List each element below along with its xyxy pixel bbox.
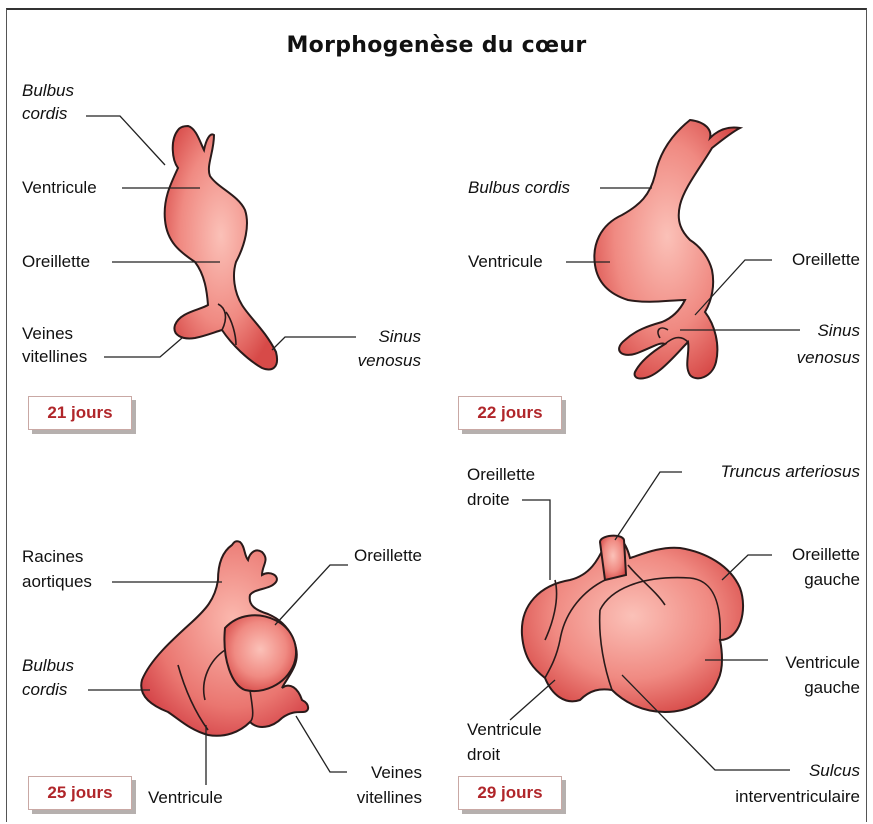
label-sulcus-29-line1: Sulcus — [809, 760, 860, 782]
leader-oreillette-droite-29 — [522, 500, 550, 580]
heart-22-days — [594, 120, 740, 379]
label-ventricule-22: Ventricule — [468, 251, 543, 273]
label-ventricule-gauche-29-line2: gauche — [804, 677, 860, 699]
leader-sinus-21 — [272, 337, 356, 350]
leader-ventricule-droit-29 — [510, 680, 555, 720]
label-racines-25-line2: aortiques — [22, 571, 92, 593]
age-badge-21: 21 jours — [28, 396, 132, 430]
label-sinus-21-line2: venosus — [358, 350, 421, 372]
label-sinus-22-line2: venosus — [797, 347, 860, 369]
label-ventricule-droit-29-line1: Ventricule — [467, 719, 542, 741]
age-badge-29: 29 jours — [458, 776, 562, 810]
label-sinus-21-line1: Sinus — [378, 326, 421, 348]
leader-bulbus-21 — [86, 116, 165, 165]
label-oreillette-gauche-29-line1: Oreillette — [792, 544, 860, 566]
leader-oreillette-25 — [275, 565, 348, 625]
leader-veines-21 — [104, 338, 182, 357]
label-ventricule-25: Ventricule — [148, 787, 223, 809]
label-veines-21-line2: vitellines — [22, 346, 87, 368]
heart-25-days — [141, 541, 308, 736]
label-ventricule-21: Ventricule — [22, 177, 97, 199]
label-truncus-29: Truncus arteriosus — [720, 461, 860, 483]
label-sinus-22-line1: Sinus — [817, 320, 860, 342]
label-oreillette-22: Oreillette — [792, 249, 860, 271]
label-racines-25-line1: Racines — [22, 546, 83, 568]
label-oreillette-25: Oreillette — [354, 545, 422, 567]
label-oreillette-droite-29-line2: droite — [467, 489, 510, 511]
label-oreillette-gauche-29-line2: gauche — [804, 569, 860, 591]
label-veines-25-line1: Veines — [371, 762, 422, 784]
label-veines-25-line2: vitellines — [357, 787, 422, 809]
label-ventricule-gauche-29-line1: Ventricule — [785, 652, 860, 674]
leader-veines-25 — [296, 716, 347, 772]
label-bulbus-25-line2: cordis — [22, 679, 67, 701]
leader-truncus-29 — [615, 472, 682, 540]
label-oreillette-21: Oreillette — [22, 251, 90, 273]
label-oreillette-droite-29-line1: Oreillette — [467, 464, 535, 486]
label-bulbus-21-line2: cordis — [22, 103, 67, 125]
label-sulcus-29-line2: interventriculaire — [735, 786, 860, 808]
label-veines-21-line1: Veines — [22, 323, 73, 345]
label-ventricule-droit-29-line2: droit — [467, 744, 500, 766]
label-bulbus-25-line1: Bulbus — [22, 655, 74, 677]
label-bulbus-21-line1: Bulbus — [22, 80, 74, 102]
label-bulbus-22: Bulbus cordis — [468, 177, 570, 199]
heart-21-days — [165, 126, 277, 369]
age-badge-25: 25 jours — [28, 776, 132, 810]
age-badge-22: 22 jours — [458, 396, 562, 430]
